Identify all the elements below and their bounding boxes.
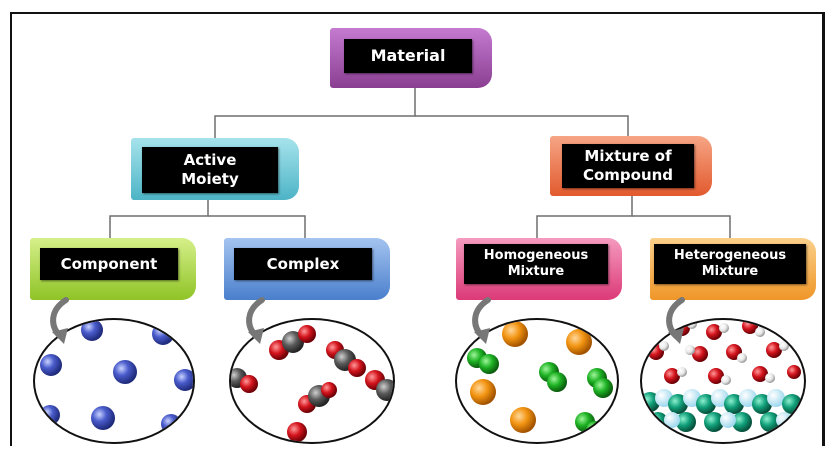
connector-mixture-to-heterogeneous (632, 215, 731, 238)
node-complex-label: Complex (234, 248, 372, 280)
node-active-moiety-label: Active Moiety (142, 147, 278, 193)
node-material: Material (330, 28, 492, 88)
node-mixture-of-compound-label: Mixture of Compound (562, 144, 694, 188)
node-mixture-of-compound: Mixture of Compound (550, 136, 712, 196)
node-homogeneous-mixture: Homogeneous Mixture (456, 238, 622, 300)
curved-arrow-icon (50, 297, 69, 344)
connector-active-to-complex (208, 215, 306, 238)
connector-root-to-active-moiety (214, 88, 416, 140)
node-active-moiety: Active Moiety (131, 138, 299, 200)
heterogeneous-mixture-illustration (640, 318, 806, 444)
connector-mixture-to-homogeneous (536, 196, 633, 238)
curved-arrow-icon (472, 297, 491, 344)
connector-root-to-mixture (415, 115, 629, 140)
node-homogeneous-mixture-label: Homogeneous Mixture (464, 244, 608, 284)
node-heterogeneous-mixture-label: Heterogeneous Mixture (654, 244, 806, 284)
diagram-frame (10, 12, 825, 446)
connector-active-to-component (109, 200, 209, 238)
node-heterogeneous-mixture: Heterogeneous Mixture (650, 238, 816, 300)
curved-arrow-icon (666, 297, 685, 344)
curved-arrow-icon (246, 297, 265, 344)
node-component: Component (30, 238, 196, 300)
node-component-label: Component (40, 248, 178, 280)
node-material-label: Material (344, 39, 472, 73)
node-complex: Complex (224, 238, 390, 300)
component-molecules-illustration (33, 318, 195, 444)
